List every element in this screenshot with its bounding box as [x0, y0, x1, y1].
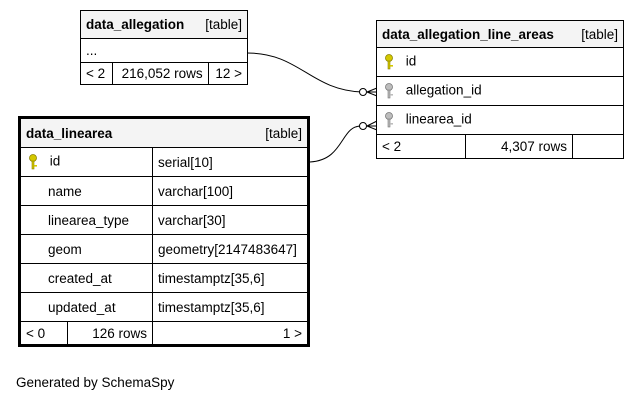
child-count: 12 > [207, 62, 249, 85]
primary-key-icon [382, 53, 398, 71]
child-count [572, 134, 624, 159]
column-row[interactable]: linearea_id [376, 105, 624, 135]
foreign-key-icon [382, 111, 398, 129]
column-name[interactable]: created_at [19, 263, 153, 293]
column-type: varchar[100] [152, 176, 309, 206]
edge-optional-marker [359, 122, 367, 130]
table-data-allegation-line-areas[interactable]: data_allegation_line_areas [table] id al… [376, 20, 624, 159]
parent-count: < 2 [80, 62, 113, 85]
table-name: data_allegation [86, 17, 185, 32]
column-row[interactable]: allegation_id [376, 76, 624, 106]
foreign-key-icon [382, 82, 398, 100]
parent-count: < 2 [376, 134, 466, 159]
column-name: id [405, 53, 417, 69]
row-count: 4,307 rows [465, 134, 573, 159]
collapsed-columns: ... [80, 38, 248, 63]
row-count: 126 rows [67, 321, 153, 346]
column-name: linearea_id [405, 111, 472, 127]
column-type: timestamptz[35,6] [152, 292, 309, 322]
edge-crowfoot-marker [366, 87, 378, 97]
table-name: data_linearea [26, 125, 113, 141]
column-type: geometry[2147483647] [152, 234, 309, 264]
column-row[interactable]: id [376, 47, 624, 77]
child-count: 1 > [152, 321, 309, 346]
table-type-label: [table] [205, 17, 242, 32]
edge-optional-marker [359, 88, 367, 96]
column-name[interactable]: updated_at [19, 292, 153, 322]
table-type-label: [table] [581, 26, 618, 42]
column-name: allegation_id [405, 82, 482, 98]
column-row[interactable]: id [19, 147, 153, 177]
relationship-edge-linearea [309, 125, 363, 163]
table-name: data_allegation_line_areas [382, 26, 554, 42]
column-name[interactable]: geom [19, 234, 153, 264]
row-count: 216,052 rows [111, 62, 209, 85]
column-name: id [49, 153, 61, 169]
column-type: varchar[30] [152, 205, 309, 235]
column-type: serial[10] [152, 147, 309, 177]
column-name[interactable]: linearea_type [19, 205, 153, 235]
primary-key-icon [26, 153, 42, 171]
table-type-label: [table] [265, 125, 302, 141]
generated-by-footer: Generated by SchemaSpy [16, 375, 175, 390]
column-name[interactable]: name [19, 176, 153, 206]
parent-count: < 0 [19, 321, 68, 346]
relationship-edge-allegation [246, 52, 363, 93]
table-data-allegation[interactable]: data_allegation [table] ... < 2 216,052 … [80, 10, 249, 85]
edge-crowfoot-marker [366, 120, 378, 131]
column-type: timestamptz[35,6] [152, 263, 309, 293]
table-data-linearea[interactable]: data_linearea [table] id serial[10] name… [18, 116, 310, 347]
